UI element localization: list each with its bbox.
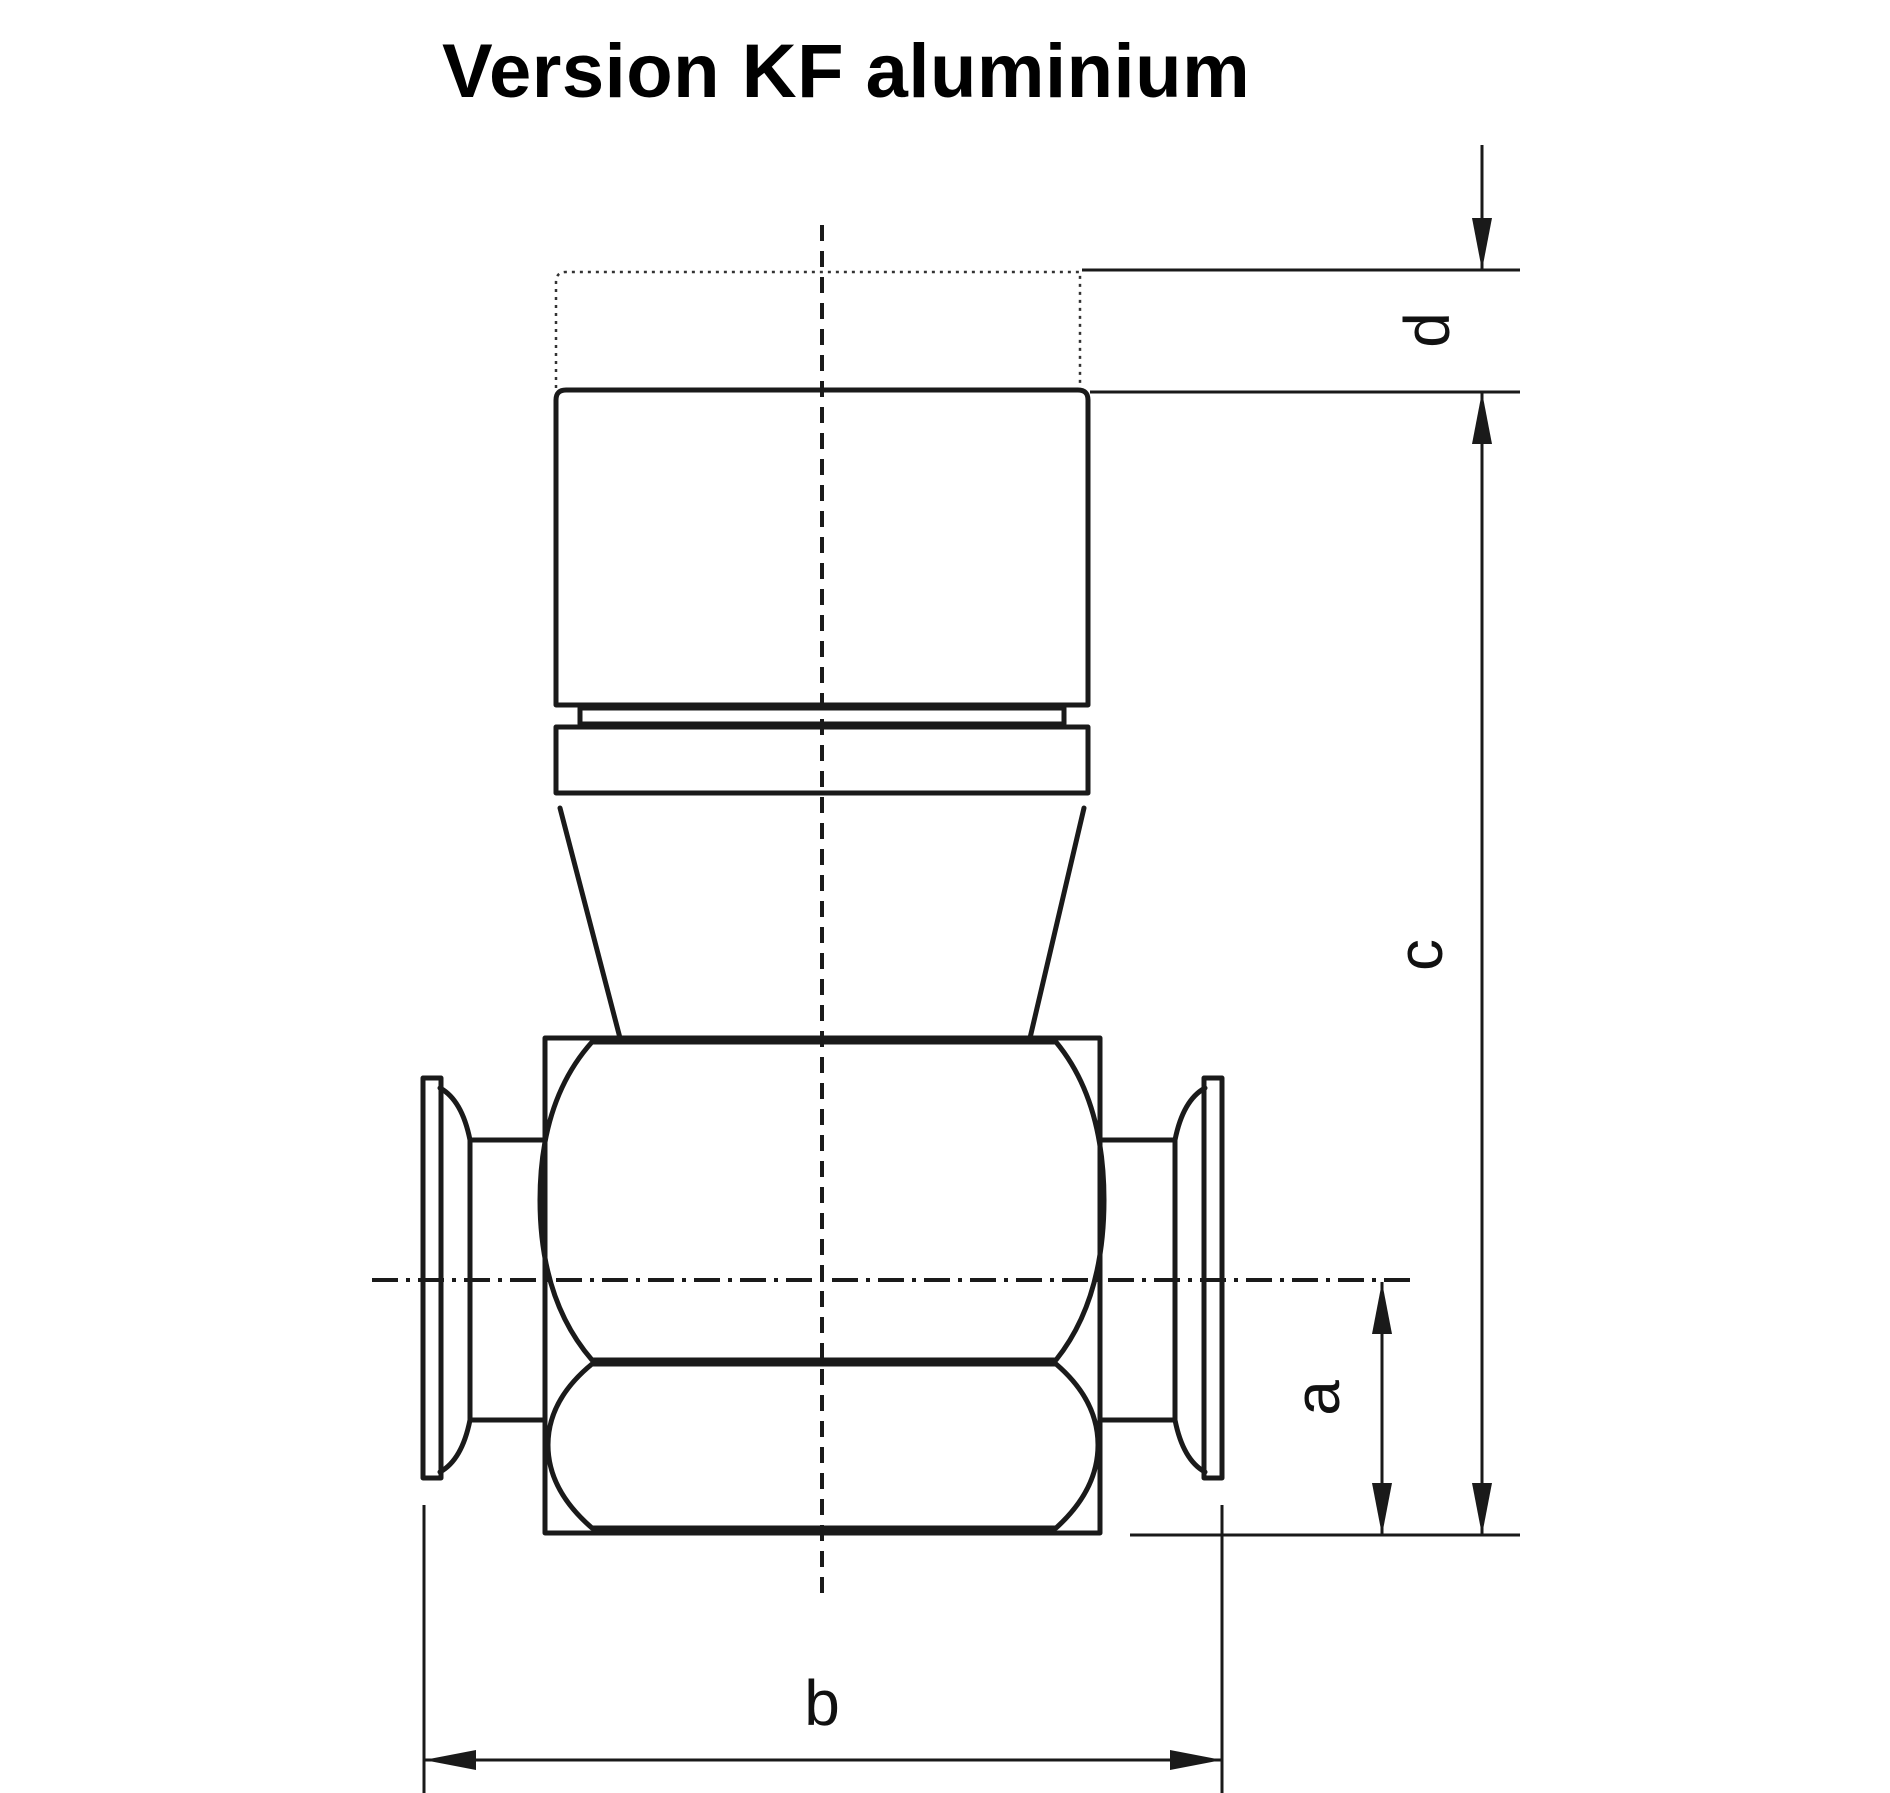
dim-d-arrow <box>1472 218 1492 270</box>
dim-a-arrow-top <box>1372 1282 1392 1334</box>
actuator-cap <box>553 387 1091 708</box>
body-lower-face <box>545 1361 1101 1531</box>
page-title: Version KF aluminium <box>442 29 1251 114</box>
left-port-tube <box>467 1137 548 1423</box>
actuator-travel-outline <box>554 270 1082 388</box>
right-port-tube <box>1097 1137 1178 1423</box>
right-flange-taper <box>1172 1085 1208 1475</box>
actuator-ring <box>577 705 1067 727</box>
body-upper-face <box>537 1039 1107 1363</box>
dim-c-arrow-bottom <box>1472 1483 1492 1535</box>
dim-label-a: a <box>1281 1380 1353 1416</box>
left-flange <box>420 1075 444 1481</box>
dim-label-d: d <box>1391 312 1463 348</box>
actuator-collar <box>553 724 1091 796</box>
dim-c-arrow-top <box>1472 392 1492 444</box>
dim-a-arrow-bottom <box>1372 1483 1392 1535</box>
dim-label-b: b <box>804 1667 840 1739</box>
dim-label-c: c <box>1384 939 1456 971</box>
dim-b-arrow-left <box>424 1750 476 1770</box>
right-flange <box>1201 1075 1225 1481</box>
dim-b-arrow-right <box>1170 1750 1222 1770</box>
left-flange-taper <box>437 1085 473 1475</box>
tapered-neck <box>557 805 1087 1041</box>
valve-body <box>542 1035 1103 1536</box>
